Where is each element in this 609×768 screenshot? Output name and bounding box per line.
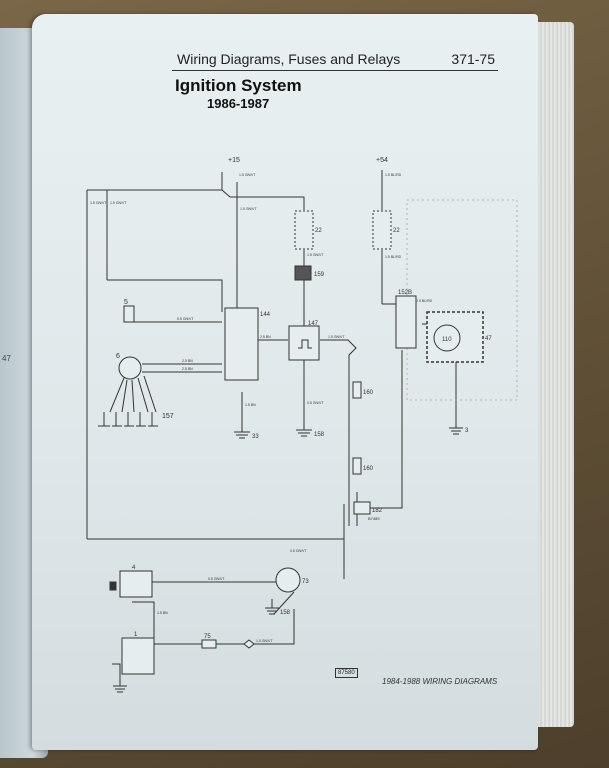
wire-path	[87, 504, 345, 579]
ground-symbol	[296, 429, 312, 437]
component-label: 75	[204, 634, 211, 640]
component-label: 147	[308, 321, 319, 327]
page-subtitle: 1986-1987	[207, 96, 270, 111]
wire-label: 1.5 GN/VT	[239, 173, 256, 177]
wire-label: 1.0 GN/VT	[256, 639, 273, 643]
diagram-code-box: 87580	[335, 668, 358, 678]
pulse-symbol	[298, 339, 312, 349]
wire-label: 2.5 BN	[182, 367, 193, 371]
component-4	[119, 570, 153, 598]
section-title: Wiring Diagrams, Fuses and Relays	[177, 51, 401, 67]
component-label: 4	[132, 565, 136, 571]
page-title: Ignition System	[175, 76, 302, 95]
wire-path	[154, 609, 295, 645]
wire-label: 0.5 GN/VT	[177, 317, 194, 321]
component-label: 152B	[398, 290, 412, 296]
component-label: 6	[116, 353, 120, 360]
wire-label: 1.5 GN/VT	[328, 335, 345, 339]
header-rule	[172, 70, 498, 71]
ground-label: 158	[280, 610, 291, 616]
terminal-54-label: +54	[376, 157, 388, 164]
wire-label: 0.5 GN/VT	[290, 549, 307, 553]
diagram-code: B7489	[368, 516, 380, 521]
wire-label: 1.5 GN/VT	[307, 253, 324, 257]
manual-page: Wiring Diagrams, Fuses and Relays 371-75…	[32, 14, 538, 750]
page-footer: 1984-1988 WIRING DIAGRAMS	[382, 677, 498, 686]
wire-label: 0.5 BL/RD	[416, 299, 433, 303]
left-page-fragment: 47	[2, 354, 11, 363]
wire-path	[132, 601, 155, 644]
component-label: 160	[363, 390, 374, 396]
component-label: 22	[315, 228, 322, 234]
component-110	[433, 324, 461, 352]
page-number: 371-75	[451, 51, 495, 67]
component-73	[275, 567, 301, 593]
component-label: 144	[260, 312, 271, 318]
wire-path	[230, 196, 305, 210]
wire-label: 0.5 GN/VT	[307, 401, 324, 405]
page-header: Wiring Diagrams, Fuses and Relays 371-75	[177, 51, 495, 67]
connector-diamond	[243, 639, 255, 649]
ground-label: 3	[465, 428, 469, 434]
component-152b	[395, 295, 417, 349]
component-label: 182	[372, 508, 383, 514]
ground-symbol	[113, 685, 127, 693]
component-147	[288, 325, 320, 361]
plug-leads	[109, 375, 157, 413]
component-182	[353, 501, 371, 515]
component-22b	[372, 210, 392, 250]
terminal-15-label: +15	[228, 157, 240, 164]
wire-label: 1.5 GN/VT	[110, 201, 127, 205]
wire-label: 1.5 GN/VT	[240, 207, 257, 211]
wire-label: 1.5 BN	[157, 611, 168, 615]
component-144	[224, 307, 259, 381]
component-label: 110	[442, 337, 452, 343]
component-label: 157	[162, 413, 174, 420]
component-label: 159	[314, 272, 325, 278]
component-1	[121, 637, 155, 675]
component-160a	[352, 381, 362, 399]
component-4-connector	[109, 581, 117, 591]
component-159	[294, 265, 312, 281]
wire-label: 1.5 BN	[245, 403, 256, 407]
wire-path	[370, 350, 403, 509]
component-6-distributor	[118, 356, 142, 380]
component-160b	[352, 457, 362, 475]
wire-path	[320, 339, 357, 526]
component-5	[123, 305, 135, 323]
wire-label: 1.5 BL/RD	[385, 255, 402, 259]
ground-symbol	[234, 431, 250, 439]
wire-path	[107, 279, 223, 312]
ground-symbol	[449, 427, 463, 435]
component-label: 22	[393, 228, 400, 234]
wire-path	[86, 172, 231, 539]
component-label: 73	[302, 579, 309, 585]
wire-path	[142, 363, 222, 373]
ground-label: 33	[252, 434, 259, 440]
component-label: 5	[124, 299, 128, 306]
component-label: 47	[485, 336, 492, 342]
wire-label: 1.5 GN/VT	[90, 201, 107, 205]
ground-symbol	[265, 607, 279, 615]
wire-label: 2.5 BN	[260, 335, 271, 339]
component-label: 160	[363, 466, 374, 472]
wire-label: 2.5 BN	[182, 359, 193, 363]
ground-label: 158	[314, 432, 325, 438]
wire-label: 0.5 GN/VT	[208, 577, 225, 581]
component-label: 1	[134, 632, 138, 638]
component-75	[201, 639, 217, 649]
component-22a	[294, 210, 314, 250]
wire-path	[112, 663, 121, 686]
wire-path	[271, 591, 295, 615]
wire-label: 1.5 BL/RD	[385, 173, 402, 177]
ground-symbol	[98, 412, 158, 427]
wiring-diagram: +15 +54 5 6 157 144 22 159 147 22 152B 1…	[86, 157, 518, 693]
